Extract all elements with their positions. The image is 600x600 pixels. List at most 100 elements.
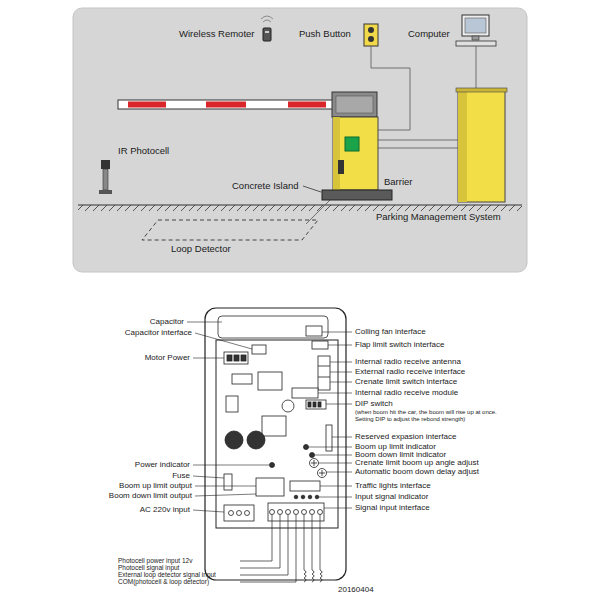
callout-label: Boom down limit indicator — [355, 451, 446, 459]
board-components — [310, 510, 315, 515]
loop-coil-symbol — [304, 570, 306, 582]
callout-label: Internal radio receive module — [355, 389, 458, 397]
board-components — [312, 341, 328, 349]
ir-photocell — [101, 160, 110, 169]
ir-photocell — [99, 160, 112, 194]
parking-management-cabinet — [458, 90, 467, 202]
ground-line — [78, 205, 522, 211]
callout-label: Motor Power — [145, 354, 190, 362]
callout-label: DIP switch — [355, 400, 393, 408]
leader-line — [330, 362, 352, 363]
board-components — [310, 459, 319, 468]
barrier-cabinet — [332, 92, 378, 190]
board-components — [224, 326, 332, 521]
leader-line — [318, 393, 352, 394]
computer-icon — [472, 36, 479, 40]
callout-label: Boom down limit output — [109, 492, 192, 500]
leader-line — [315, 455, 353, 456]
controller-housing — [205, 308, 346, 580]
parking-management-cabinet — [456, 88, 507, 92]
board-components — [262, 416, 286, 436]
push-button — [364, 24, 378, 46]
board-components — [292, 388, 318, 398]
wireless-remote — [265, 31, 269, 33]
board-components — [313, 402, 316, 407]
board-components — [286, 510, 291, 515]
board-components — [227, 355, 232, 361]
board-components — [318, 510, 323, 515]
terminal-wire — [304, 515, 305, 571]
controller-housing — [205, 308, 346, 580]
part-label: Parking Management System — [376, 212, 501, 222]
leader-line — [326, 404, 352, 405]
controller-housing — [218, 316, 328, 338]
concrete-island — [322, 190, 392, 200]
leader-line — [187, 322, 222, 323]
wire-label: External loop detector signal input — [118, 572, 216, 579]
terminal-wire — [312, 515, 313, 571]
leader-line — [319, 497, 352, 498]
push-button — [368, 27, 374, 33]
board-components — [318, 356, 330, 390]
wireless-remote — [261, 16, 273, 41]
loop-detector — [142, 220, 318, 240]
board-components — [308, 402, 311, 407]
signal-wire — [306, 46, 476, 224]
part-label: Barrier — [384, 177, 413, 187]
ground-line — [78, 205, 522, 211]
leader-line — [193, 476, 224, 478]
board-components — [294, 495, 298, 499]
board-components — [232, 374, 252, 384]
ir-photocell — [103, 169, 108, 190]
board-components — [315, 495, 319, 499]
barrier-boom — [118, 100, 336, 109]
wireless-remote — [263, 28, 271, 41]
board-components — [245, 511, 250, 516]
board-components — [237, 511, 242, 516]
system-panel — [73, 8, 527, 272]
callout-label: Capacitor interface — [125, 329, 192, 337]
part-label: IR Photocell — [118, 146, 169, 156]
push-button — [364, 24, 378, 46]
callout-label: Input signal indicator — [355, 493, 428, 501]
callout-label: Internal radio receive antenna — [355, 358, 461, 366]
barrier-cabinet — [333, 117, 378, 190]
callout-label: Capacitor — [150, 318, 184, 326]
concrete-island — [303, 186, 321, 192]
board-components — [318, 377, 330, 378]
signal-wire — [378, 148, 458, 149]
board-components — [256, 478, 284, 496]
system-panel — [73, 8, 527, 272]
part-label: Computer — [408, 29, 450, 39]
leader-line — [330, 382, 352, 383]
board-components — [304, 445, 309, 450]
part-label: Concrete Island — [232, 181, 299, 191]
board-components — [241, 355, 246, 361]
computer-icon — [456, 15, 496, 46]
board-components — [224, 352, 248, 364]
computer-icon — [456, 41, 496, 46]
leader-line — [195, 333, 252, 349]
leader-line — [332, 437, 352, 438]
terminal-wire — [240, 515, 320, 583]
signal-wire — [476, 46, 477, 90]
board-components — [318, 402, 321, 407]
board-components — [229, 511, 234, 516]
callout-label: Power indicator — [135, 461, 190, 469]
barrier-boom — [118, 100, 336, 109]
loop-coil-symbol — [312, 570, 314, 582]
leader-line — [193, 465, 269, 466]
terminal-wire — [240, 515, 280, 569]
callout-label: External radio receive interface — [355, 368, 465, 376]
wire-label: Photocell signal input — [118, 565, 179, 572]
board-components — [302, 510, 307, 515]
board-components — [306, 326, 322, 336]
computer-icon — [465, 18, 486, 33]
part-label: Loop Detector — [171, 244, 231, 254]
board-components — [270, 510, 275, 515]
board-components — [294, 510, 299, 515]
parking-management-cabinet — [456, 88, 507, 202]
signal-wire — [306, 200, 330, 224]
